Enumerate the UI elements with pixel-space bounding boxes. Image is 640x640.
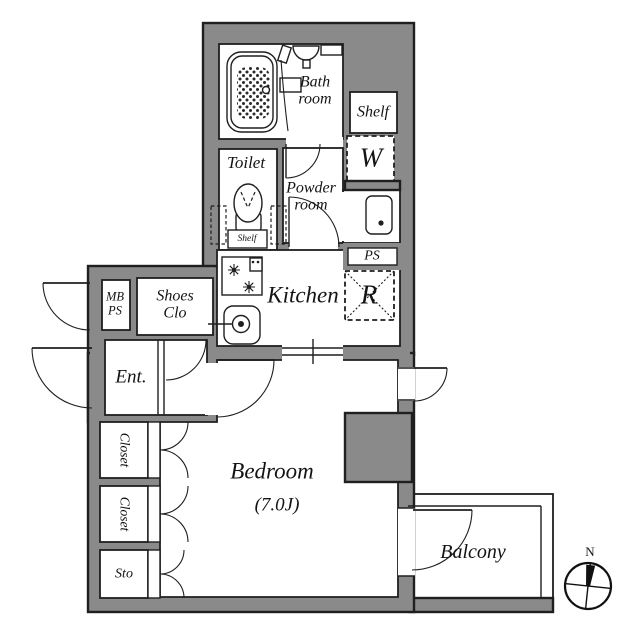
bedroom-size-label: (7.0J) [254, 494, 300, 516]
closet-upper-label: Closet [117, 432, 133, 468]
shelf-box [349, 91, 398, 134]
shoes-closet-box [136, 277, 214, 336]
compass-icon [563, 561, 613, 611]
door-swings [31, 143, 340, 599]
bath-basin [276, 44, 343, 132]
balcony-label: Balcony [440, 541, 506, 564]
shelf-upper-label: Shelf [357, 103, 389, 121]
balcony-door [398, 507, 473, 577]
toilet-fixture [210, 183, 287, 249]
compass-north-label: N [585, 543, 595, 559]
sliding-door [282, 339, 343, 364]
pipe-shaft-box [347, 247, 398, 266]
balcony-railing [408, 505, 542, 599]
bathtub [226, 51, 278, 133]
balcony-structure [407, 493, 555, 614]
entrance-label: Ent. [115, 366, 147, 388]
kitchen-label: Kitchen [267, 282, 339, 308]
vanity-sink [365, 195, 393, 235]
kitchen-sink [208, 305, 261, 345]
toilet-label: Toilet [226, 152, 266, 172]
meter-box [101, 279, 131, 331]
toilet-shelf-label: Shelf [237, 233, 257, 244]
closet-lower-label: Closet [117, 496, 133, 532]
pillar [343, 411, 414, 484]
pipe-shaft-label: PS [364, 248, 380, 264]
stove [221, 256, 263, 296]
closet-lower-box [99, 485, 149, 543]
washer-label: W [359, 142, 383, 173]
closet-upper-box [99, 421, 149, 479]
side-door [398, 367, 448, 402]
bedroom-label: Bedroom [230, 458, 314, 484]
refrigerator-label: R [360, 279, 378, 310]
storage-label: Sto [115, 566, 133, 582]
